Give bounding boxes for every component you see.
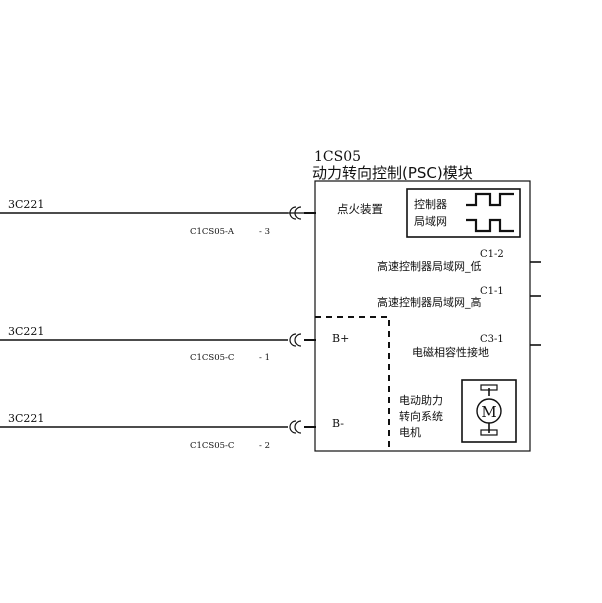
pin-c1-1: C1-1	[480, 286, 504, 297]
internal-partition	[315, 316, 390, 451]
conn-a-pin: - 3	[259, 227, 270, 237]
can-box-line1: 控制器	[414, 197, 447, 211]
connector-a	[288, 206, 316, 220]
ignition-label: 点火装置	[337, 202, 383, 216]
conn-b-pin: - 1	[259, 353, 270, 363]
can-box-line2: 局域网	[414, 215, 447, 228]
module-code: 1CS05	[314, 149, 361, 165]
b-plus-label: B+	[332, 332, 349, 345]
motor-line1: 电动助力	[399, 393, 443, 407]
motor-line3: 电机	[399, 425, 421, 439]
wire-b-label: 3C221	[8, 325, 44, 338]
b-minus-label: B-	[332, 417, 344, 430]
can-box	[406, 188, 521, 238]
motor-symbol: M	[481, 403, 496, 421]
connector-b	[289, 333, 316, 347]
emc-ground-label: 电磁相容性接地	[412, 345, 489, 359]
wire-a-label: 3C221	[8, 198, 44, 211]
conn-c-pin: - 2	[259, 441, 270, 451]
pin-c3-1: C3-1	[480, 334, 504, 345]
can-waveform-low	[466, 218, 514, 233]
hs-can-low-label: 高速控制器局域网_低	[377, 259, 482, 273]
motor-box	[461, 379, 517, 443]
conn-b-label: C1CS05-C	[190, 353, 234, 363]
can-waveform-high	[466, 192, 514, 207]
hs-can-high-label: 高速控制器局域网_高	[377, 295, 482, 309]
connector-c	[289, 420, 316, 434]
conn-c-label: C1CS05-C	[190, 441, 234, 451]
module-title: 动力转向控制(PSC)模块	[312, 164, 473, 182]
motor-line2: 转向系统	[399, 409, 443, 423]
pin-c1-2: C1-2	[480, 249, 504, 260]
wire-c-label: 3C221	[8, 412, 44, 425]
conn-a-label: C1CS05-A	[190, 227, 235, 237]
motor-icon	[476, 384, 502, 436]
